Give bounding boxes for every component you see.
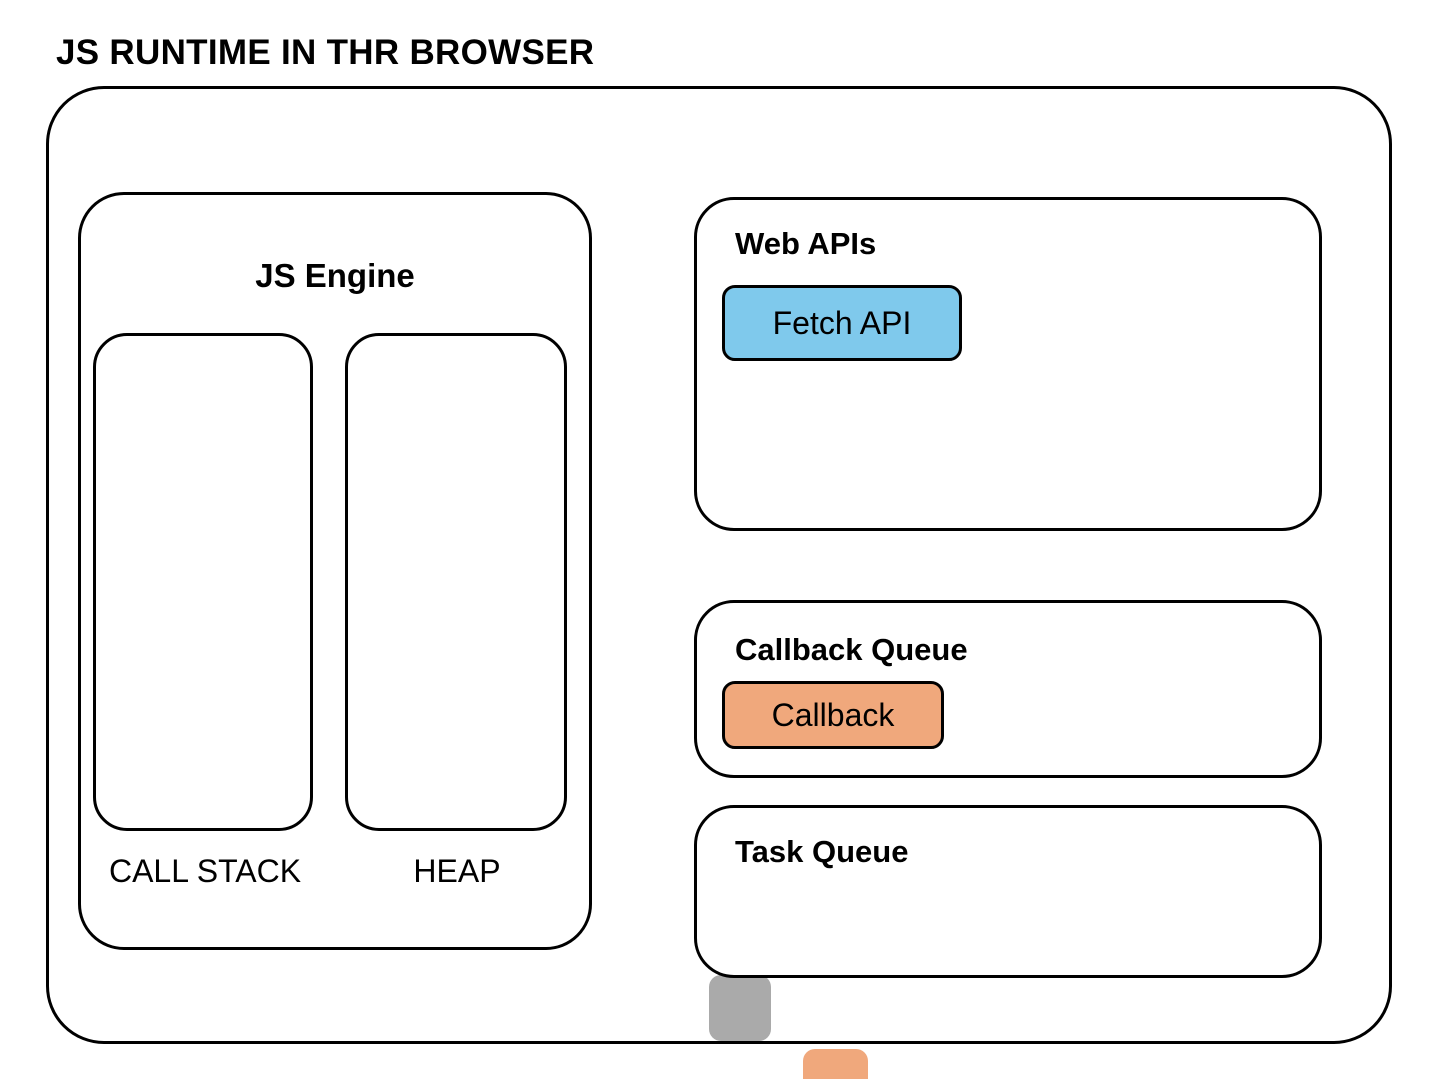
heap-panel — [345, 333, 868, 1079]
page-title: JS RUNTIME IN THR BROWSER — [56, 33, 595, 72]
callback-queue-title: Callback Queue — [735, 632, 968, 667]
heap-block-orange — [803, 1049, 868, 1079]
web-apis-panel — [694, 197, 1322, 531]
call-stack-label: CALL STACK — [108, 853, 302, 889]
heap-block-gray — [709, 975, 771, 1041]
fetch-api-chip[interactable]: Fetch API — [722, 285, 962, 361]
call-stack-panel — [93, 333, 313, 831]
js-engine-title: JS Engine — [255, 257, 415, 294]
task-queue-title: Task Queue — [735, 834, 909, 869]
task-queue-panel — [694, 805, 1322, 978]
callback-chip[interactable]: Callback — [722, 681, 944, 749]
web-apis-title: Web APIs — [735, 226, 877, 261]
heap-label: HEAP — [413, 853, 501, 889]
